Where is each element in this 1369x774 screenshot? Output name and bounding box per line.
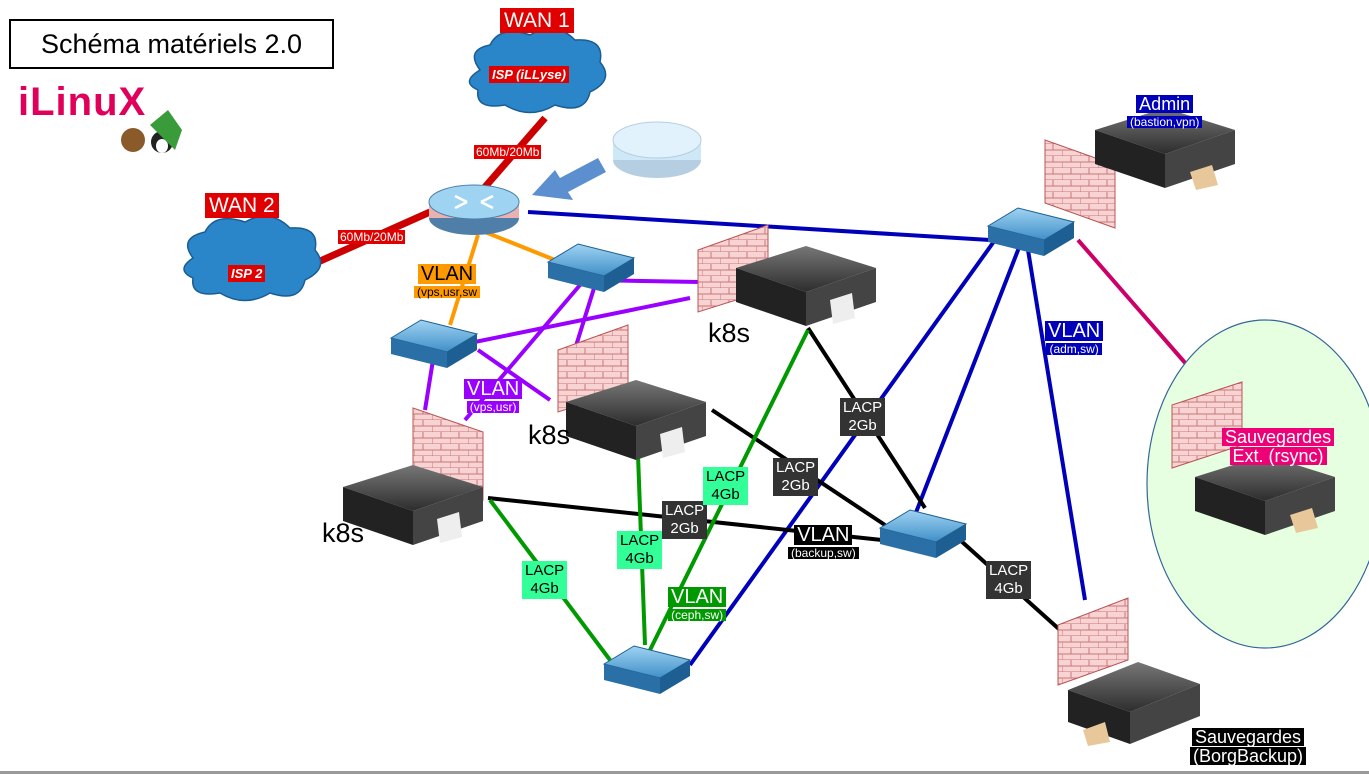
admin-name: Admin bbox=[1136, 95, 1194, 113]
lacp-label-2-a: LACP bbox=[776, 459, 816, 476]
lacp-label-6-a: LACP bbox=[620, 532, 660, 549]
vlan-orange-sub: (vps,usr,sw bbox=[414, 286, 481, 298]
server-icon-ext bbox=[1195, 455, 1335, 535]
switch-icon-1 bbox=[546, 243, 636, 292]
vlan-green-name: VLAN bbox=[668, 587, 727, 607]
vlan-black-sub: (backup,sw) bbox=[788, 547, 859, 559]
vlan-blue-sub: (adm,sw) bbox=[1046, 343, 1102, 355]
cloud-icon-wan2 bbox=[183, 215, 322, 302]
vlan-blue-name: VLAN bbox=[1045, 321, 1104, 341]
router-icon bbox=[428, 184, 520, 235]
arrow-icon bbox=[532, 158, 606, 200]
vlan-black-name: VLAN bbox=[794, 525, 853, 545]
blue-link-ceph-switch bbox=[688, 238, 997, 667]
vlan-purple-sub: (vps,usr) bbox=[466, 401, 520, 413]
switch-icon-ceph bbox=[602, 645, 692, 694]
bottom-border bbox=[0, 771, 1369, 774]
sauvegardes-borg-line1: Sauvegardes bbox=[1191, 728, 1305, 746]
k8s-label-2: k8s bbox=[528, 420, 571, 450]
lacp-label-6: LACP 4Gb bbox=[617, 531, 663, 569]
vlan-orange-name: VLAN bbox=[417, 264, 477, 284]
k8s-label-3: k8s bbox=[322, 518, 365, 548]
server-icon-3 bbox=[343, 465, 483, 545]
sauvegardes-ext-line1: Sauvegardes bbox=[1222, 428, 1335, 446]
mascot-icon bbox=[121, 110, 182, 153]
vlan-orange-label: VLAN (vps,usr,sw bbox=[414, 264, 481, 300]
blue-link-backup-switch bbox=[913, 244, 1022, 516]
lacp-label-2: LACP 2Gb bbox=[773, 458, 819, 496]
vlan-purple-name: VLAN bbox=[464, 379, 523, 399]
wan2-speed: 60Mb/20Mb bbox=[338, 230, 406, 244]
switch-icon-backup bbox=[878, 509, 968, 558]
admin-label: Admin (bastion,vpn) bbox=[1127, 95, 1203, 130]
sauvegardes-borg-label: Sauvegardes (BorgBackup) bbox=[1190, 728, 1307, 766]
server-icon-2 bbox=[566, 380, 706, 460]
lacp-label-1-b: 2Gb bbox=[848, 417, 877, 434]
vlan-black-label: VLAN (backup,sw) bbox=[788, 525, 859, 561]
server-icon-1 bbox=[736, 246, 876, 326]
vlan-purple-label: VLAN (vps,usr) bbox=[464, 379, 523, 415]
server-icon-borg bbox=[1068, 662, 1200, 746]
lacp-label-4-b: 4Gb bbox=[994, 580, 1023, 597]
logo: iLinuX bbox=[18, 80, 147, 124]
lacp-label-4-a: LACP bbox=[989, 562, 1029, 579]
wan1-speed: 60Mb/20Mb bbox=[474, 145, 542, 159]
lacp-label-3-b: 2Gb bbox=[670, 520, 699, 537]
isp2-label: ISP 2 bbox=[228, 265, 266, 282]
sauvegardes-ext-label: Sauvegardes Ext. (rsync) bbox=[1222, 428, 1335, 466]
lacp-label-2-b: 2Gb bbox=[781, 477, 810, 494]
purple-link-6 bbox=[423, 359, 435, 411]
router-icon-faded bbox=[612, 121, 702, 178]
lacp-label-7-b: 4Gb bbox=[530, 580, 559, 597]
blue-link-borg bbox=[1026, 249, 1087, 601]
lacp-label-4: LACP 4Gb bbox=[986, 561, 1032, 599]
isp1-label: ISP (iLLyse) bbox=[489, 66, 569, 83]
wan2-label: WAN 2 bbox=[205, 193, 279, 218]
diagram-title: Schéma matériels 2.0 bbox=[9, 19, 334, 69]
lacp-label-3-a: LACP bbox=[665, 502, 705, 519]
lacp-label-1-a: LACP bbox=[843, 399, 883, 416]
blue-link-admin bbox=[527, 210, 991, 242]
wan1-label: WAN 1 bbox=[500, 8, 574, 33]
lacp-label-5: LACP 4Gb bbox=[703, 467, 749, 505]
purple-link-5 bbox=[476, 348, 552, 402]
lacp-label-7-a: LACP bbox=[525, 562, 565, 579]
lacp-label-1: LACP 2Gb bbox=[840, 398, 886, 436]
vlan-green-label: VLAN (ceph,sw) bbox=[668, 587, 727, 623]
magenta-link bbox=[1076, 238, 1202, 382]
admin-sub: (bastion,vpn) bbox=[1127, 116, 1203, 128]
sauvegardes-borg-line2: (BorgBackup) bbox=[1190, 747, 1307, 765]
lacp-label-7: LACP 4Gb bbox=[522, 561, 568, 599]
lacp-label-5-a: LACP bbox=[706, 468, 746, 485]
purple-link-4 bbox=[459, 296, 691, 347]
vlan-blue-label: VLAN (adm,sw) bbox=[1045, 321, 1104, 357]
k8s-label-1: k8s bbox=[708, 318, 751, 348]
lacp-label-6-b: 4Gb bbox=[625, 550, 654, 567]
lacp-label-5-b: 4Gb bbox=[711, 486, 740, 503]
lacp-label-3: LACP 2Gb bbox=[662, 501, 708, 539]
switch-icon-admin bbox=[986, 207, 1076, 256]
vlan-green-sub: (ceph,sw) bbox=[668, 609, 727, 621]
sauvegardes-ext-line2: Ext. (rsync) bbox=[1229, 447, 1327, 465]
firewall-icon-borg bbox=[1057, 597, 1129, 686]
switch-icon-2 bbox=[389, 319, 479, 368]
orange-link-2 bbox=[484, 230, 561, 264]
